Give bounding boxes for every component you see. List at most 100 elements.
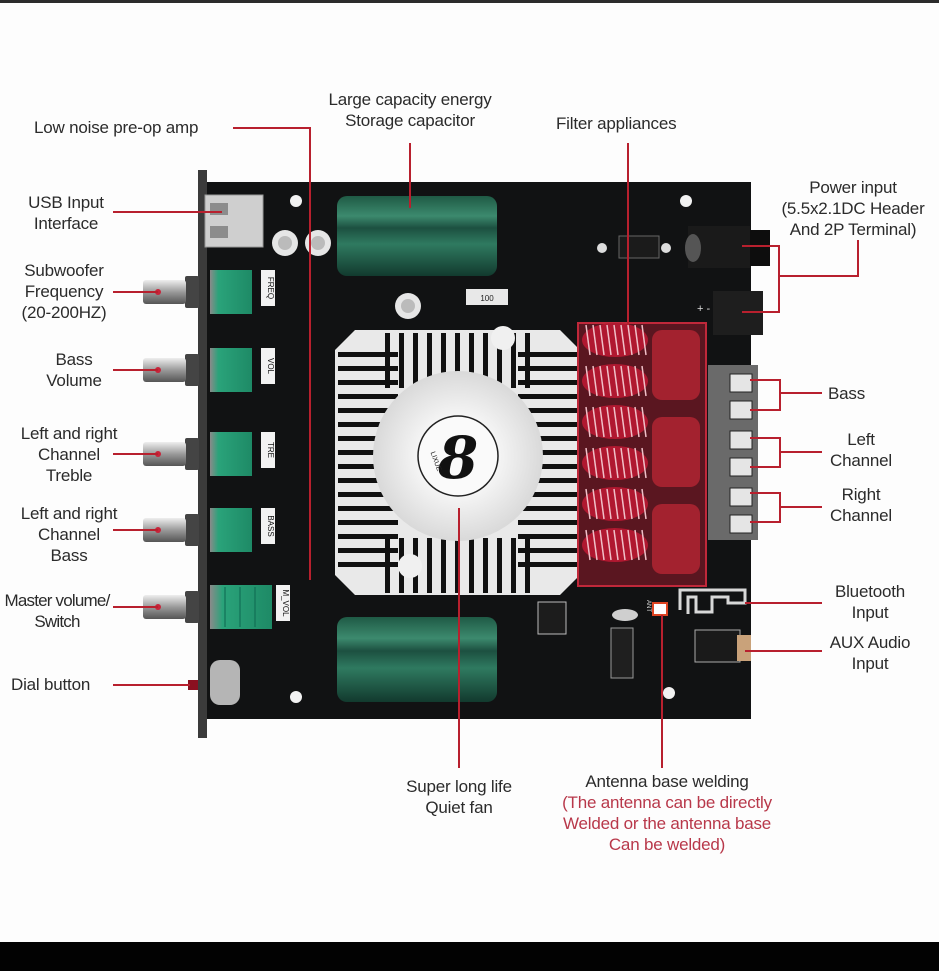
heatsink-fin bbox=[518, 422, 578, 427]
filter-capacitor bbox=[652, 417, 700, 487]
terminal-screw bbox=[729, 457, 753, 477]
silkscreen-label-box bbox=[276, 585, 290, 621]
filter-inductor bbox=[582, 405, 648, 439]
usb-port bbox=[204, 194, 264, 248]
heatsink-fin bbox=[518, 534, 578, 539]
filter-inductor bbox=[582, 323, 648, 357]
label-antenna: Antenna base welding (The antenna can be… bbox=[552, 771, 782, 855]
dc-power-jack bbox=[685, 226, 770, 268]
knob-shaft bbox=[143, 442, 186, 466]
silkscreen-label-box bbox=[261, 270, 275, 306]
bluetooth-antenna bbox=[678, 588, 747, 614]
knob-nut bbox=[185, 591, 199, 623]
pot-body bbox=[210, 508, 252, 552]
potentiometer bbox=[143, 270, 252, 314]
heatsink-fin bbox=[385, 333, 390, 388]
knob-nut bbox=[185, 514, 199, 546]
heatsink-fin bbox=[518, 478, 578, 483]
filter-capacitor bbox=[652, 504, 700, 574]
knob-shaft bbox=[143, 595, 186, 619]
heatsink-fin bbox=[455, 538, 460, 593]
heatsink-fin bbox=[511, 333, 516, 388]
knob-shaft bbox=[143, 280, 186, 304]
silkscreen-label: BASS bbox=[266, 515, 275, 536]
silkscreen-label-box bbox=[261, 348, 275, 384]
label-dial-button: Dial button bbox=[11, 675, 91, 694]
heatsink-fin bbox=[338, 562, 398, 567]
knob-shaft bbox=[143, 358, 186, 382]
storage-capacitor-top bbox=[337, 196, 497, 276]
mount-hole bbox=[680, 195, 692, 207]
heatsink-fin bbox=[518, 366, 578, 371]
bt-chip bbox=[610, 627, 634, 679]
heatsink-fin bbox=[399, 333, 404, 388]
heatsink-fin bbox=[338, 520, 398, 525]
heatsink-fin bbox=[427, 538, 432, 593]
crystal bbox=[612, 609, 638, 621]
potentiometer bbox=[143, 585, 272, 629]
heatsink-fin bbox=[518, 352, 578, 357]
silkscreen-label-box bbox=[261, 508, 275, 544]
pot-body bbox=[210, 348, 252, 392]
terminal-screw bbox=[729, 487, 753, 507]
potentiometer bbox=[143, 508, 252, 552]
heatsink-fin bbox=[338, 534, 398, 539]
front-panel bbox=[198, 170, 207, 738]
heatsink-fin bbox=[338, 506, 398, 511]
small-capacitors bbox=[272, 230, 421, 319]
leader-lines bbox=[113, 127, 859, 768]
heatsink-fin bbox=[518, 408, 578, 413]
resistor: 100 bbox=[466, 289, 508, 305]
heatsink-fin bbox=[338, 422, 398, 427]
heatsink-fin bbox=[525, 538, 530, 593]
leader-power-bracket bbox=[742, 245, 780, 313]
svg-text:ANT: ANT bbox=[645, 600, 651, 612]
filter-inductor bbox=[582, 528, 648, 562]
heatsink-fin bbox=[338, 380, 398, 385]
knob-shaft bbox=[143, 518, 186, 542]
potentiometer bbox=[143, 432, 252, 476]
label-preamp: Low noise pre-op amp bbox=[34, 118, 199, 137]
regulator-chip bbox=[537, 601, 567, 635]
heatsink bbox=[335, 330, 580, 595]
leader-power bbox=[779, 240, 859, 277]
mount-hole bbox=[290, 195, 302, 207]
heatsink-fin bbox=[518, 380, 578, 385]
leader-preamp bbox=[233, 127, 311, 580]
silkscreen-label-box bbox=[261, 432, 275, 468]
potentiometer bbox=[143, 348, 252, 392]
silkscreen-label: FREQ bbox=[266, 277, 275, 299]
heatsink-fin bbox=[483, 333, 488, 388]
heatsink-fin bbox=[518, 436, 578, 441]
heatsink-fin bbox=[497, 538, 502, 593]
heatsink-fin bbox=[518, 450, 578, 455]
aux-jack bbox=[694, 629, 751, 663]
label-filter: Filter appliances bbox=[556, 114, 677, 133]
screen-top-edge bbox=[0, 0, 939, 3]
pot-body bbox=[210, 432, 252, 476]
heatsink-fin bbox=[338, 394, 398, 399]
heatsink-fin bbox=[338, 436, 398, 441]
bracket-bass bbox=[750, 379, 781, 411]
fan-screw bbox=[491, 326, 515, 350]
filter-inductor bbox=[582, 364, 648, 398]
mount-hole bbox=[663, 687, 675, 699]
silkscreen-label: VOL bbox=[266, 358, 275, 375]
svg-text:100: 100 bbox=[480, 294, 494, 303]
label-master-volume: Master volume/Switch bbox=[4, 591, 110, 631]
antenna-pad: ANT bbox=[645, 600, 668, 616]
screen-bottom-edge bbox=[0, 942, 939, 971]
knob-nut bbox=[185, 438, 199, 470]
terminal-screw bbox=[729, 430, 753, 450]
knob-nut bbox=[185, 276, 199, 308]
storage-capacitor-bottom bbox=[337, 617, 497, 702]
heatsink-fin bbox=[441, 333, 446, 388]
dial-button-component bbox=[188, 660, 240, 705]
